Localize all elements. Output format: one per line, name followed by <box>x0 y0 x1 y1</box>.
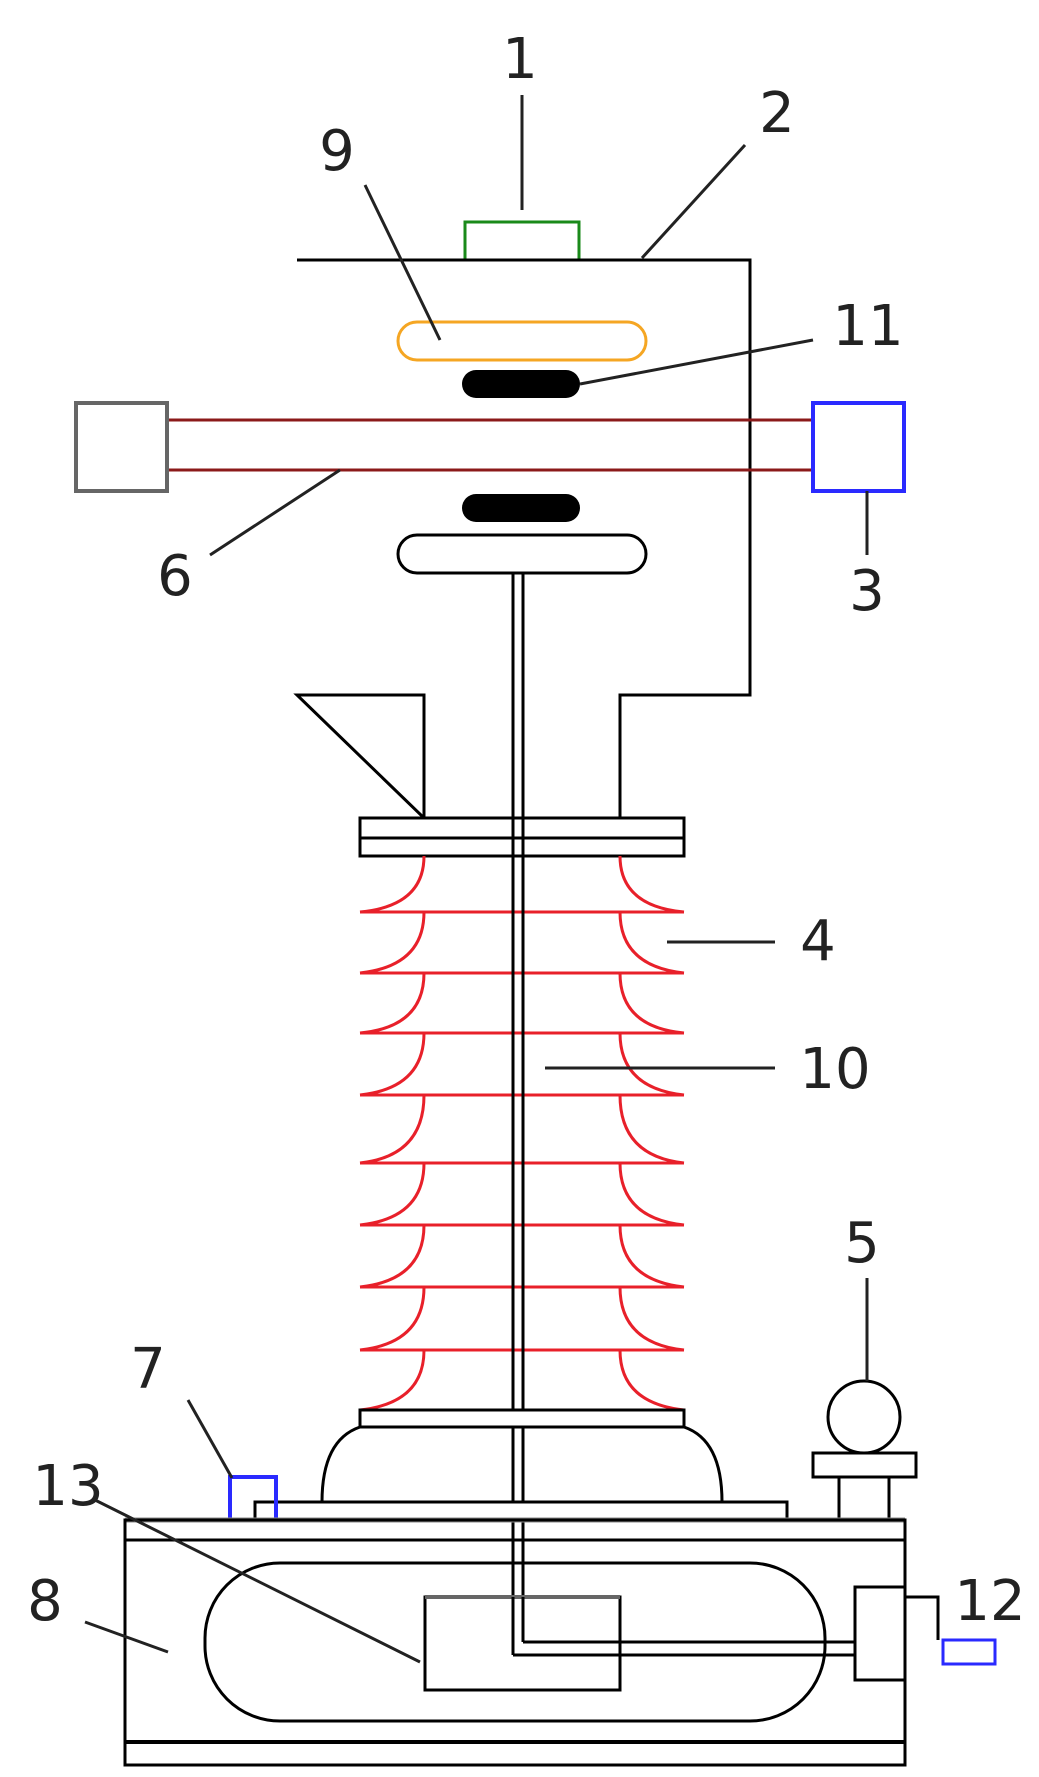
label-9: 9 <box>319 119 355 184</box>
label-10: 10 <box>799 1037 870 1102</box>
label-12: 12 <box>954 1569 1025 1634</box>
lower-ring <box>396 533 648 575</box>
label-13: 13 <box>32 1454 103 1519</box>
label-1: 1 <box>502 27 538 92</box>
lower-contact <box>462 494 580 522</box>
gauge-mount <box>811 1451 918 1479</box>
gauge-stem <box>837 1475 891 1522</box>
left-box <box>74 401 169 493</box>
right-box <box>811 401 906 493</box>
label-11: 11 <box>832 294 903 359</box>
capsule-tank <box>203 1561 827 1723</box>
label-2: 2 <box>759 81 795 146</box>
label-6: 6 <box>157 544 193 609</box>
label-3: 3 <box>849 559 885 624</box>
top-fitting <box>463 220 581 262</box>
leader-lines <box>84 95 869 1664</box>
upper-tank <box>293 258 752 822</box>
base-flange <box>358 1408 686 1429</box>
label-4: 4 <box>800 909 836 974</box>
base-dome <box>320 1425 724 1503</box>
side-box <box>853 1585 907 1682</box>
item12-box <box>941 1638 997 1666</box>
upper-ring <box>396 320 648 362</box>
label-7: 7 <box>130 1337 166 1402</box>
label-8: 8 <box>27 1569 63 1634</box>
gauge <box>826 1379 902 1455</box>
base-plate <box>253 1500 789 1522</box>
label-5: 5 <box>844 1211 880 1276</box>
upper-contact <box>462 370 580 398</box>
side-connector <box>905 1595 940 1640</box>
